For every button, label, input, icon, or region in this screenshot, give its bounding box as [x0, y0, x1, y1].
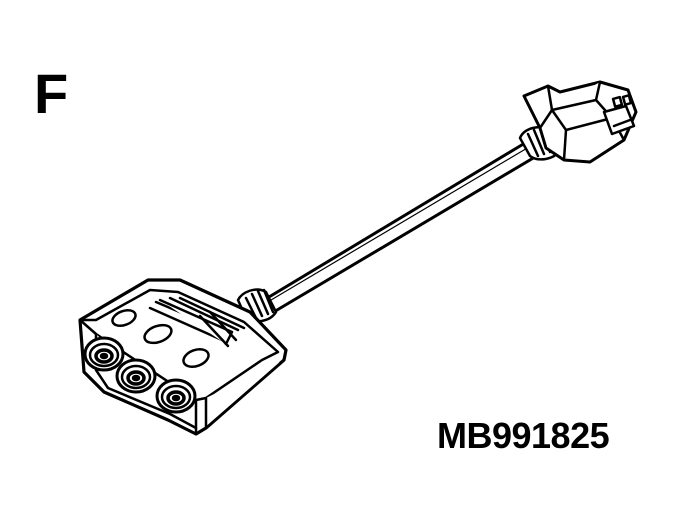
housing-indent-left	[111, 308, 137, 328]
housing-indent-center	[143, 323, 173, 345]
figure-label: F	[34, 62, 69, 125]
socket-3	[155, 378, 197, 414]
socket-1	[83, 336, 125, 372]
socket-2	[115, 358, 157, 394]
cable	[262, 138, 542, 315]
part-number-label: MB991825	[437, 415, 610, 456]
housing-indent-right	[182, 348, 210, 368]
connector-plug	[522, 80, 638, 164]
housing-ribs	[148, 296, 246, 348]
